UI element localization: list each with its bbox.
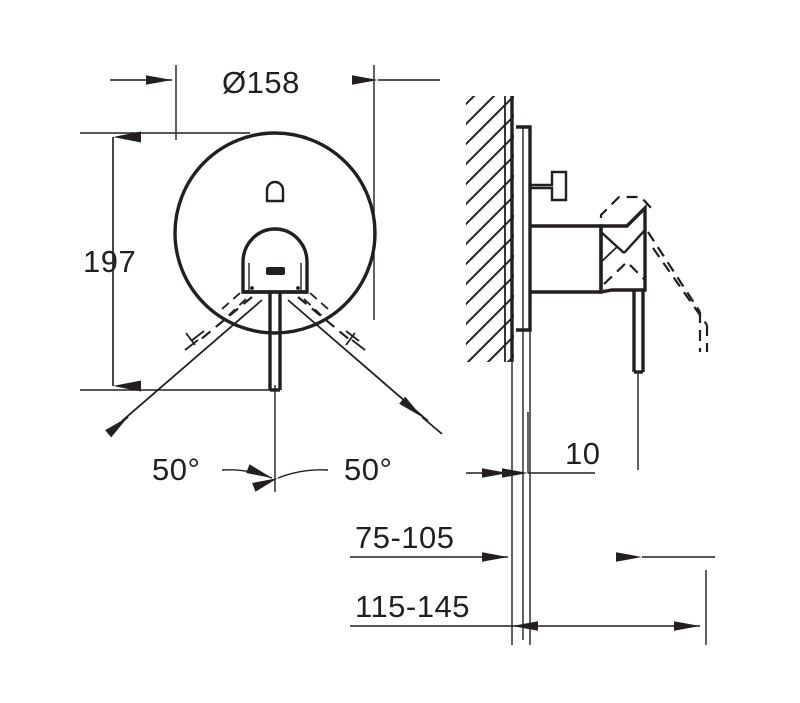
pivot-dot-left [250, 286, 254, 290]
install-depth-label: 75-105 [355, 520, 455, 555]
plate-thickness-label: 10 [565, 436, 600, 471]
pivot-dot-right [296, 286, 300, 290]
lever-rotated-ghost [599, 195, 709, 352]
indicator-mark [265, 180, 285, 203]
mounting-screw [528, 170, 568, 202]
angle-dim-arc-left [221, 464, 273, 479]
plate-thickness-dimension: 10 [466, 412, 600, 478]
angle-dimension-group: 50° 50° [105, 296, 443, 492]
escutcheon-plate [173, 131, 377, 335]
break-mark-right-b [351, 339, 366, 351]
angle-left-label: 50° [152, 452, 200, 487]
diameter-dimension-group: Ø158 [110, 65, 440, 320]
angle-arrow-left [105, 416, 129, 438]
angle-dim-arc-right [252, 469, 329, 492]
projection-label: 115-145 [355, 589, 470, 624]
break-mark-left-b [184, 339, 199, 351]
break-mark-left-c [185, 332, 196, 346]
handle-slot [266, 267, 285, 275]
angle-leg-left [121, 299, 263, 422]
front-view [173, 131, 377, 392]
angle-arrow-right [399, 396, 443, 435]
break-mark-right-c [345, 332, 356, 346]
lever-rotated-stubs-front [221, 292, 329, 317]
side-section-view [466, 96, 709, 645]
break-mark-left-a [190, 330, 205, 342]
diameter-label: Ø158 [222, 65, 300, 100]
lever-ghost-left [199, 296, 253, 341]
angle-right-label: 50° [344, 452, 392, 487]
wall-hatching [466, 96, 514, 362]
lever-handle-side [599, 203, 647, 295]
lever-handle [241, 227, 309, 294]
install-depth-dimension: 75-105 [350, 520, 715, 562]
lever-ghost-right [297, 296, 351, 341]
height-label: 197 [83, 244, 136, 279]
valve-body [530, 224, 603, 294]
height-dimension-group: 197 [80, 131, 270, 392]
projection-dimension: 115-145 [350, 570, 707, 645]
angle-leg-right [287, 299, 429, 422]
